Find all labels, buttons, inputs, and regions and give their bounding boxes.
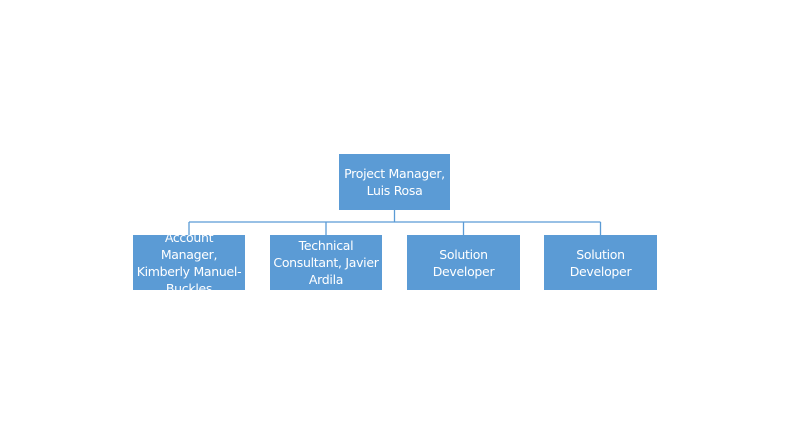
technical-consultant-node: Technical Consultant, Javier Ardila [270, 235, 382, 290]
account-manager-node: Account Manager, Kimberly Manuel- Buckle… [133, 230, 245, 296]
project-manager-node: Project Manager, Luis Rosa [339, 154, 450, 210]
project-manager-label: Project Manager, Luis Rosa [344, 166, 445, 198]
solution-developer-node-1: Solution Developer [407, 235, 520, 290]
technical-consultant-label: Technical Consultant, Javier Ardila [273, 238, 379, 287]
solution-developer-node-2: Solution Developer [544, 235, 657, 290]
account-manager-label: Account Manager, Kimberly Manuel- Buckle… [136, 229, 242, 296]
solution-developer-label-2: Solution Developer [569, 246, 632, 279]
solution-developer-label-1: Solution Developer [432, 246, 495, 279]
